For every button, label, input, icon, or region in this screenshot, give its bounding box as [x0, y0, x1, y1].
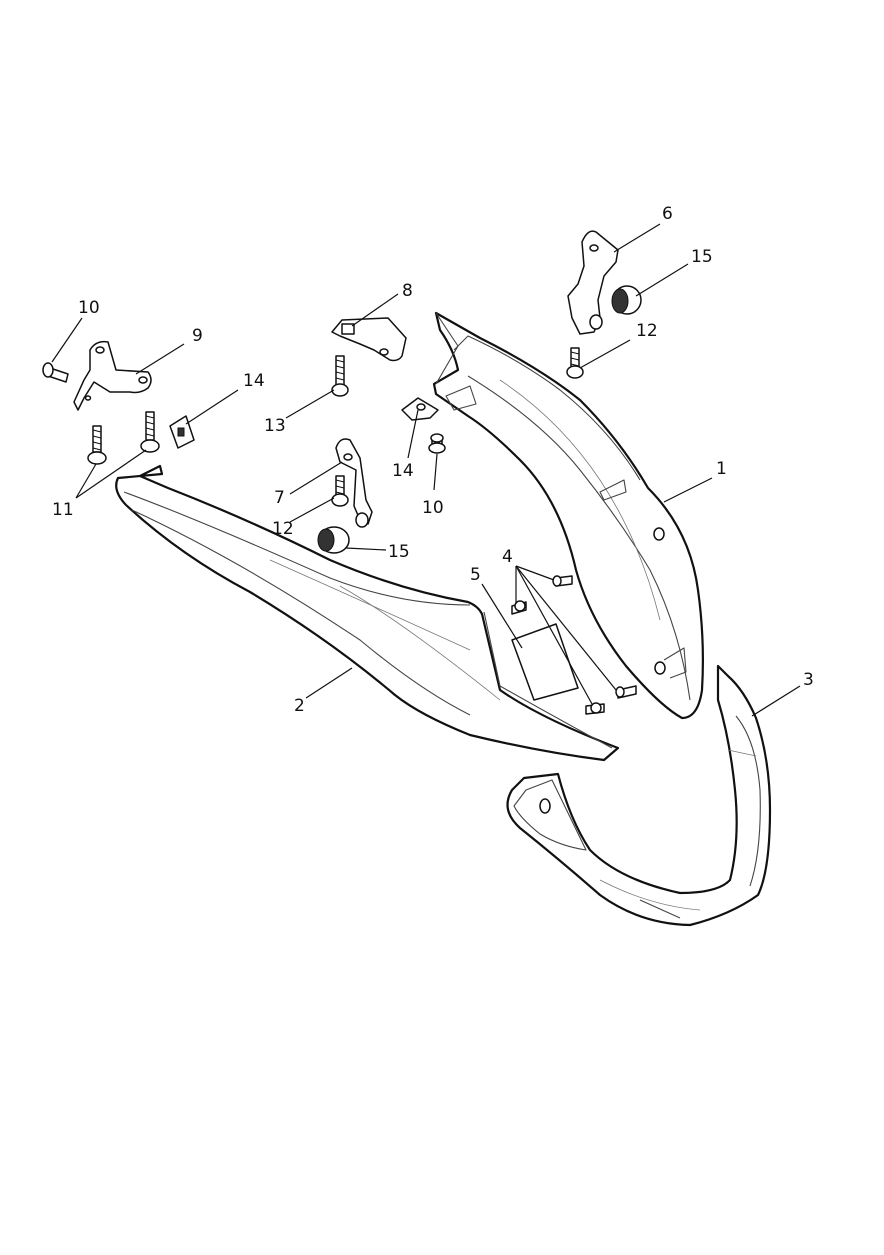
bracket-7: [335, 438, 373, 528]
callout-2: 2: [294, 696, 305, 716]
right-side-panel: [432, 311, 704, 720]
callout-5: 5: [470, 565, 481, 585]
bolt-12-center: [331, 475, 349, 507]
callout-14-center: 14: [392, 461, 414, 481]
callout-15-center: 15: [388, 542, 410, 562]
bolt-11-left: [87, 425, 107, 465]
callout-15-right: 15: [691, 247, 713, 267]
callout-13: 13: [264, 416, 286, 436]
bolt-12-right: [566, 347, 584, 379]
callout-10-left: 10: [78, 298, 100, 318]
leader-lines: [51, 223, 801, 717]
grommet-15-center: [317, 526, 350, 554]
callout-9: 9: [192, 326, 203, 346]
callout-11: 11: [52, 500, 74, 520]
bracket-8: [331, 317, 407, 362]
callout-labels: 1 2 3 4 5 6 7 8 9 10 10 11 12 12 13 14 1…: [52, 204, 814, 716]
callout-3: 3: [803, 670, 814, 690]
callout-12-center: 12: [272, 519, 294, 539]
callout-4: 4: [502, 547, 513, 567]
screws-4: [511, 575, 637, 715]
bracket-6: [567, 230, 619, 335]
callout-6: 6: [662, 204, 673, 224]
callout-12-right: 12: [636, 321, 658, 341]
screw-10-center: [428, 433, 446, 454]
left-side-panel: [115, 464, 620, 762]
callout-10-center: 10: [422, 498, 444, 518]
callout-14-left: 14: [243, 371, 265, 391]
grommet-15-right: [611, 285, 642, 315]
callout-1: 1: [716, 459, 727, 479]
clip-14-left: [169, 415, 195, 449]
bracket-9: [73, 340, 152, 411]
front-lower-cowl: [506, 664, 772, 927]
callout-8: 8: [402, 281, 413, 301]
callout-7: 7: [274, 488, 285, 508]
clip-14-center: [401, 397, 439, 421]
bolt-13: [331, 355, 349, 397]
bolt-11-right: [140, 411, 160, 453]
screw-10-left: [42, 362, 69, 383]
